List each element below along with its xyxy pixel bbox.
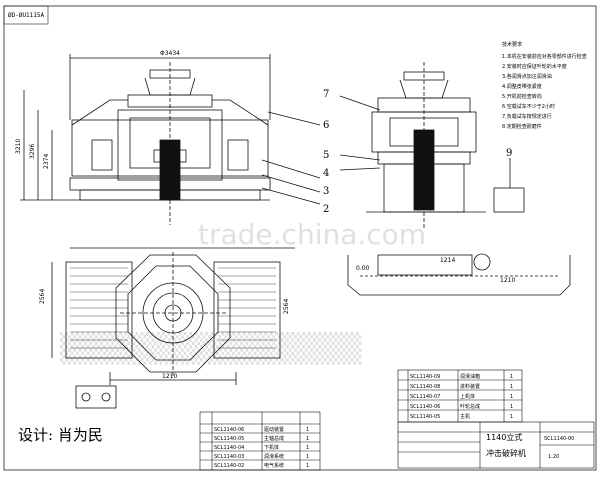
lt-name: 驱动装置 <box>264 426 284 433</box>
rt-code: SCL1140-08 <box>410 384 440 390</box>
rt-code: SCL1140-07 <box>410 394 440 400</box>
rt-name: 上机体 <box>460 393 475 400</box>
dim-side-2: 2564 <box>283 299 290 314</box>
dim-right-1: 1214 <box>440 257 455 264</box>
lt-name: 主轴总成 <box>264 435 284 442</box>
rt-name: 进料装置 <box>460 383 480 390</box>
lt-name: 润滑系统 <box>264 453 284 460</box>
note-line: 3.各润滑点加注润滑油 <box>502 73 552 80</box>
rt-qty: 1 <box>510 394 513 400</box>
title-drawing-no: SCL1140-00 <box>544 436 574 442</box>
dim-height-2: 3296 <box>29 144 36 159</box>
lt-code: SCL1140-06 <box>214 427 244 433</box>
callout-9: 9 <box>506 148 512 159</box>
watermark: trade.china.com <box>198 218 426 251</box>
callout-6: 6 <box>323 120 329 131</box>
lt-code: SCL1140-02 <box>214 463 244 469</box>
note-line: 4.调整皮带张紧度 <box>502 83 542 90</box>
lt-qty: 1 <box>306 454 309 460</box>
dim-bottom: 1210 <box>162 373 177 380</box>
note-line: 8.定期检查耐磨件 <box>502 123 542 130</box>
title-product-1: 1140立式 <box>486 432 522 442</box>
rt-qty: 1 <box>510 374 513 380</box>
dim-height-1: 3210 <box>15 139 22 154</box>
rt-name: 主机 <box>460 413 470 420</box>
designer: 设计: 肖为民 <box>18 426 103 444</box>
rt-code: SCL1140-05 <box>410 414 440 420</box>
callout-7: 7 <box>323 89 329 100</box>
plan-view <box>51 247 295 409</box>
callout-2: 2 <box>323 204 329 215</box>
title-product-2: 冲击破碎机 <box>486 448 526 458</box>
front-view <box>20 54 321 225</box>
note-line: 6.空载试车不少于2小时 <box>502 103 555 110</box>
hatching <box>70 267 276 349</box>
note-line: 1.本机在安装前应对各零部件进行检查 <box>502 53 587 60</box>
callout-5: 5 <box>323 150 329 161</box>
title-block <box>397 421 595 469</box>
border-code: ØD-ØU1115A <box>8 12 45 19</box>
rt-code: SCL1140-09 <box>410 374 440 380</box>
rt-qty: 1 <box>510 414 513 420</box>
dim-right-2: 1210 <box>500 277 515 284</box>
lt-qty: 1 <box>306 436 309 442</box>
lt-qty: 1 <box>306 463 309 469</box>
code-box <box>3 5 49 25</box>
dim-elev: 0.00 <box>356 265 370 272</box>
lt-code: SCL1140-04 <box>214 445 244 451</box>
side-view <box>339 62 571 296</box>
note-line: 7.负载试车按规定进行 <box>502 113 552 120</box>
rt-name: 叶轮总成 <box>460 403 480 410</box>
lt-name: 电气系统 <box>264 462 284 469</box>
lt-name: 下机体 <box>264 444 279 451</box>
lt-code: SCL1140-05 <box>214 436 244 442</box>
note-line: 2.安装时应保证叶轮的水平度 <box>502 63 567 70</box>
note-line: 5.开机前检查转向 <box>502 93 542 100</box>
rt-name: 润滑油箱 <box>460 373 480 380</box>
rt-qty: 1 <box>510 384 513 390</box>
lt-qty: 1 <box>306 427 309 433</box>
dim-side-1: 2564 <box>39 289 46 304</box>
parts-table-left <box>199 411 321 471</box>
title-scale: 1:20 <box>548 454 559 460</box>
rt-code: SCL1140-06 <box>410 404 440 410</box>
dim-overall-width: Φ3434 <box>160 50 180 57</box>
callout-4: 4 <box>323 168 329 179</box>
dim-height-3: 2374 <box>43 154 50 169</box>
lt-code: SCL1140-03 <box>214 454 244 460</box>
notes-title: 技术要求 <box>502 41 522 48</box>
notes-list: 1.本机在安装前应对各零部件进行检查 2.安装时应保证叶轮的水平度 3.各润滑点… <box>502 53 587 130</box>
lt-qty: 1 <box>306 445 309 451</box>
callout-3: 3 <box>323 186 329 197</box>
rt-qty: 1 <box>510 404 513 410</box>
